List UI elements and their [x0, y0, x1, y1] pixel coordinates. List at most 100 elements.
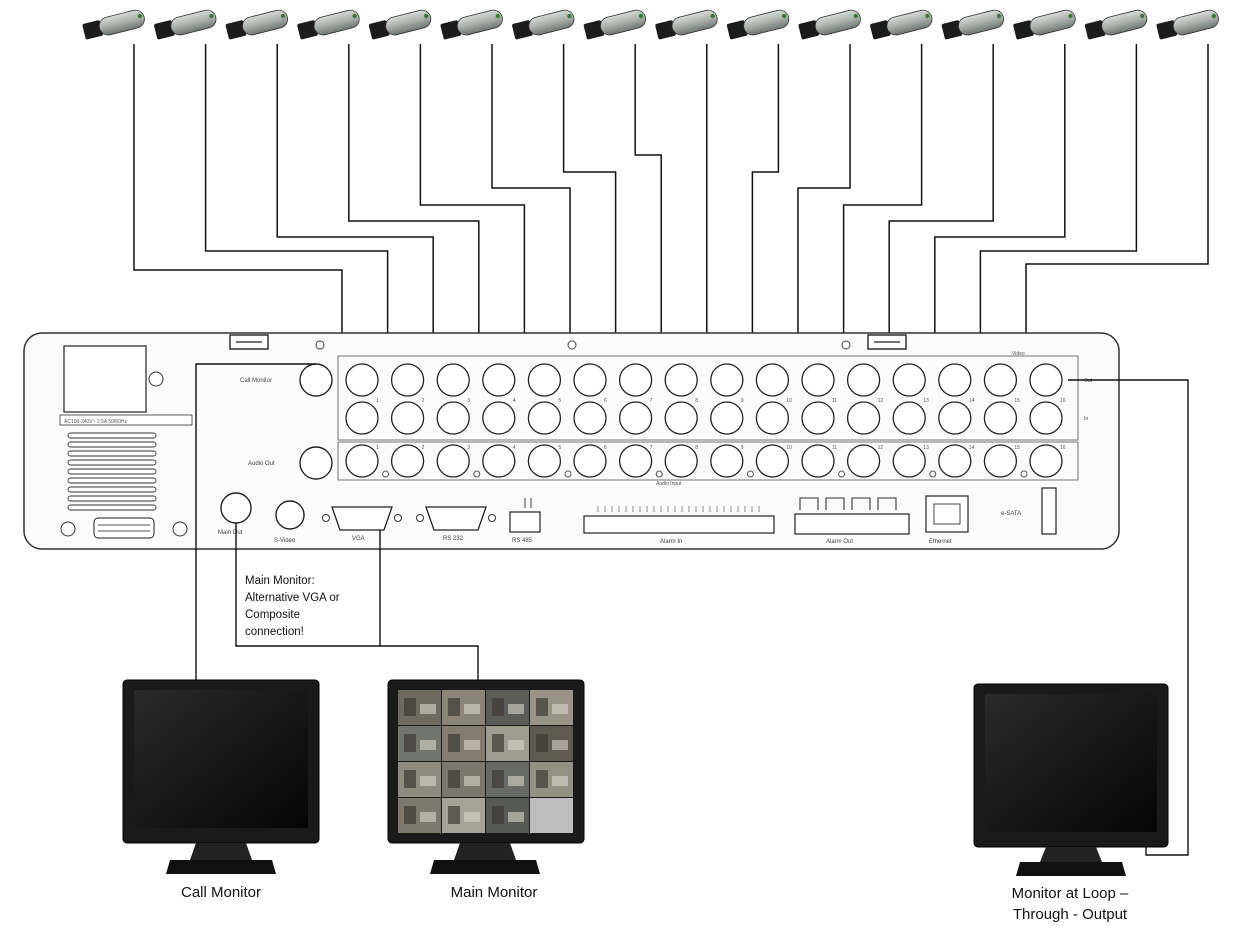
audio-channel-number: 10: [786, 445, 792, 451]
audio-in-3: [436, 444, 470, 478]
note-line-3: Composite: [245, 609, 300, 621]
video-in-7: [618, 401, 653, 435]
call-monitor-port-label: Call Monitor: [240, 378, 272, 384]
video-channel-number: 4: [513, 398, 516, 404]
loop-out-label: Out: [1084, 378, 1093, 384]
video-channel-number: 7: [650, 398, 653, 404]
audio-in-11: [801, 444, 835, 478]
cameras: [82, 9, 1219, 40]
esata-port: e-SATA: [1001, 487, 1057, 535]
video-loop-out-7: [618, 363, 653, 397]
video-channel-number: 5: [558, 398, 561, 404]
note-line-2: Alternative VGA or: [245, 592, 340, 604]
video-loop-out-15: [983, 363, 1018, 397]
loop-monitor-caption-1: Monitor at Loop –: [1012, 885, 1129, 902]
rs232-port: RS 232: [416, 506, 496, 542]
alarm-in-label: Alarm In: [660, 539, 682, 545]
video-loop-out-5: [527, 363, 562, 397]
ethernet-port: Ethernet: [925, 495, 969, 545]
main-monitor-screen: [398, 690, 573, 833]
video-loop-out-8: [664, 363, 698, 397]
s-video-port: [275, 500, 305, 530]
video-channel-number: 12: [878, 398, 884, 404]
camera-14: [1013, 9, 1076, 40]
video-channel-number: 3: [467, 398, 470, 404]
video-channel-number: 13: [923, 398, 929, 404]
loop-in-label: In: [1084, 416, 1088, 422]
video-in-16: [1029, 401, 1063, 435]
audio-channel-number: 9: [741, 445, 744, 451]
audio-channel-number: 14: [969, 445, 975, 451]
audio-channel-number: 5: [558, 445, 561, 451]
video-loop-out-2: [390, 363, 425, 397]
audio-out-port-label: Audio Out: [248, 461, 275, 467]
ethernet-label: Ethernet: [929, 539, 952, 545]
esata-label: e-SATA: [1001, 511, 1021, 517]
camera-4: [297, 9, 360, 40]
audio-channel-number: 11: [832, 445, 837, 451]
video-loop-out-11: [801, 363, 835, 397]
audio-in-6: [573, 444, 607, 478]
main-out-bnc: [220, 492, 252, 524]
call-monitor: Call Monitor: [122, 679, 320, 901]
audio-in-1: [345, 444, 379, 478]
video-in-3: [436, 401, 470, 435]
camera-6: [440, 9, 503, 40]
cooling-vents: [67, 432, 157, 511]
vga-port: VGA: [322, 506, 402, 542]
audio-in-15: [983, 444, 1018, 478]
video-in-4: [482, 401, 516, 435]
camera-16: [1156, 9, 1219, 40]
camera-5: [368, 9, 432, 40]
camera-9: [655, 9, 718, 40]
audio-in-10: [755, 444, 790, 478]
audio-channel-number: 3: [467, 445, 470, 451]
video-loop-out-9: [710, 363, 744, 397]
video-loop-out-12: [846, 363, 881, 397]
audio-input-label: Audio Input: [656, 481, 682, 487]
camera-3: [225, 9, 289, 40]
video-channel-number: 14: [969, 398, 975, 404]
video-channel-number: 6: [604, 398, 607, 404]
note-line-4: connection!: [245, 626, 304, 638]
main-monitor: Main Monitor: [387, 679, 585, 901]
audio-in-7: [618, 444, 653, 478]
audio-channel-number: 8: [695, 445, 698, 451]
rs485-label: RS 485: [512, 538, 533, 544]
audio-channel-number: 12: [878, 445, 884, 451]
audio-channel-number: 4: [513, 445, 516, 451]
note-line-1: Main Monitor:: [245, 575, 315, 587]
video-channel-number: 9: [741, 398, 744, 404]
audio-out-connector: [299, 446, 333, 480]
video-channel-number: 15: [1014, 398, 1020, 404]
audio-channel-number: 1: [376, 445, 379, 451]
audio-in-2: [390, 444, 425, 478]
video-channel-number: 8: [695, 398, 698, 404]
rs232-label: RS 232: [443, 536, 464, 542]
video-loop-out-13: [892, 363, 926, 397]
camera-13: [941, 9, 1005, 40]
camera-2: [154, 9, 217, 40]
audio-channel-number: 2: [422, 445, 425, 451]
video-loop-out-10: [755, 363, 790, 397]
camera-view-tile: [530, 798, 573, 833]
audio-in-8: [664, 444, 698, 478]
camera-10: [726, 9, 790, 40]
video-channel-number: 16: [1060, 398, 1066, 404]
audio-channel-number: 7: [650, 445, 653, 451]
alarm-in-terminal: Alarm In: [583, 506, 775, 545]
video-in-10: [755, 401, 790, 435]
video-in-5: [527, 401, 562, 435]
main-out-label: Main Out: [218, 530, 243, 536]
audio-in-5: [527, 444, 562, 478]
loop-monitor-caption-2: Through - Output: [1013, 906, 1128, 923]
video-loop-out-1: [345, 363, 379, 397]
loop-through-monitor: Monitor at Loop – Through - Output: [973, 683, 1169, 923]
main-monitor-note: Main Monitor: Alternative VGA or Composi…: [245, 575, 340, 638]
camera-15: [1084, 9, 1148, 40]
video-loop-out-4: [482, 363, 516, 397]
main-monitor-caption: Main Monitor: [451, 884, 538, 901]
